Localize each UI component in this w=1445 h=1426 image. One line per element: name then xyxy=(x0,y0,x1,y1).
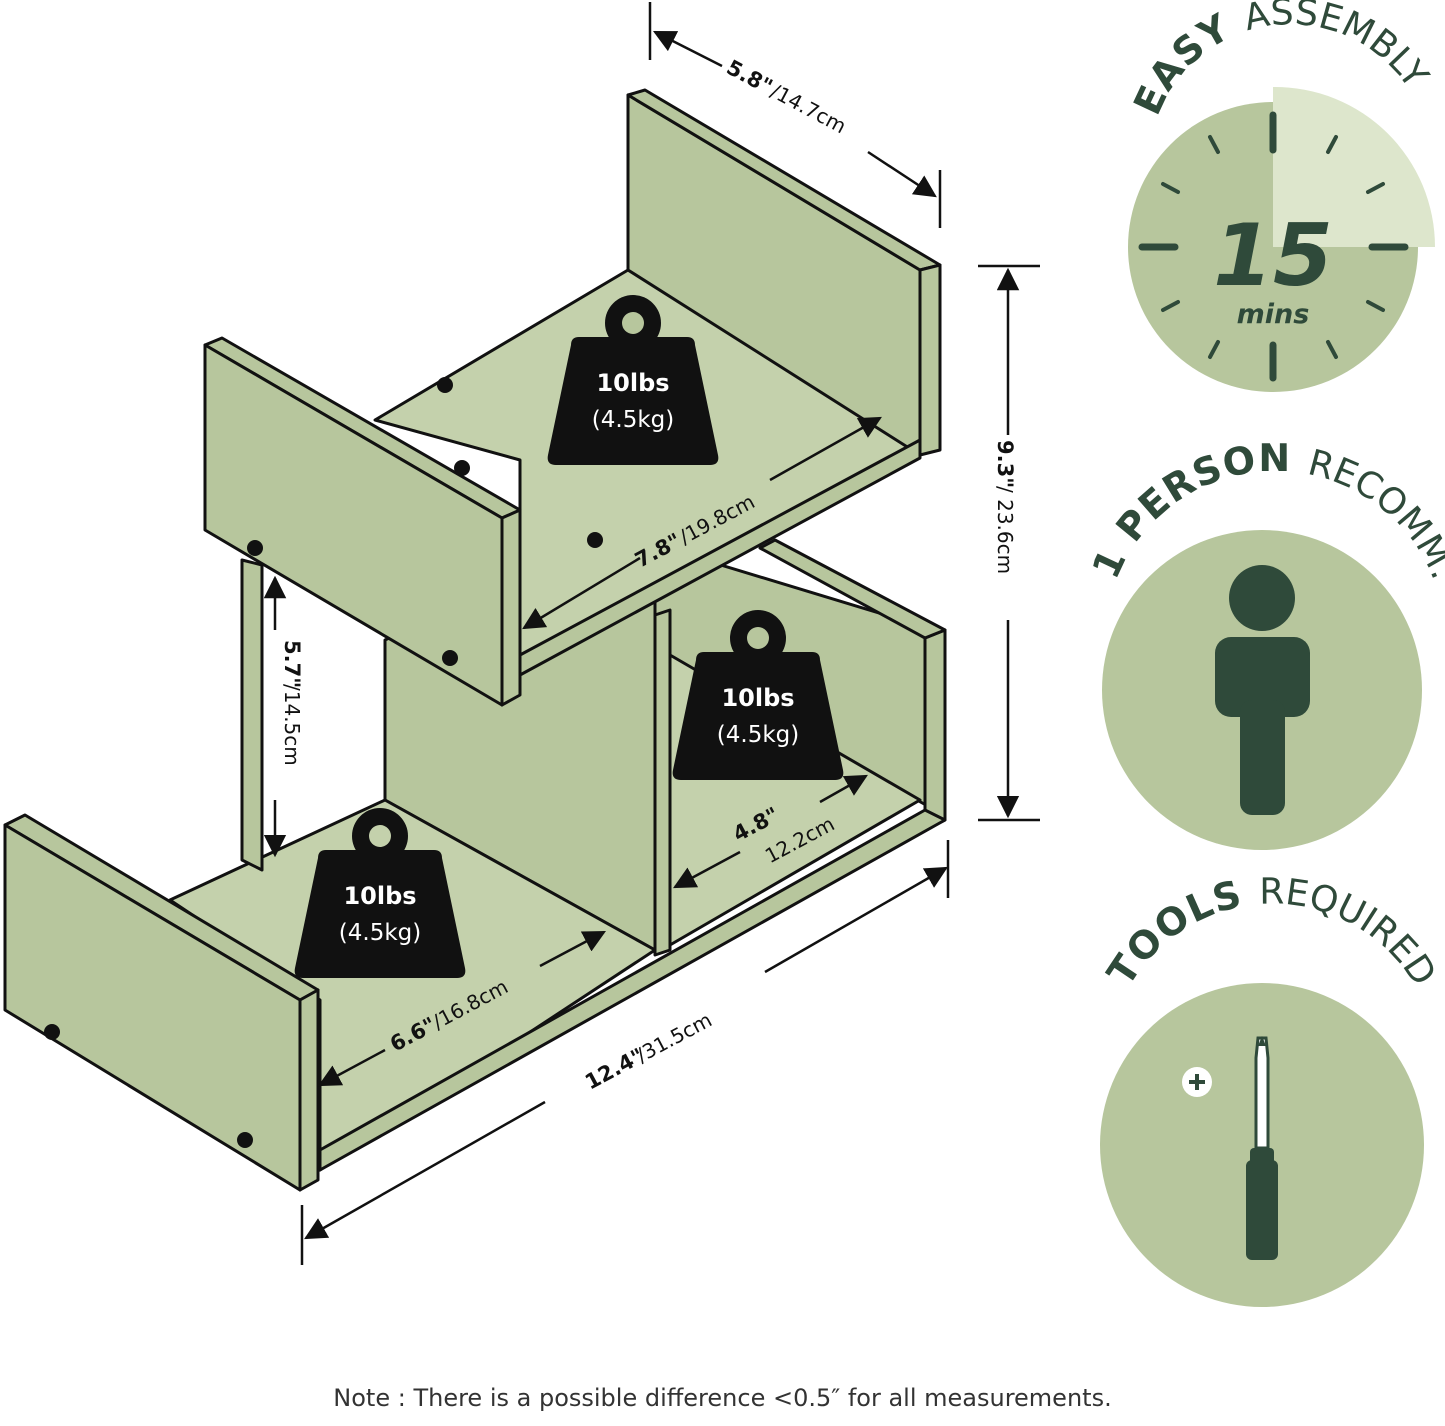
assembly-unit: mins xyxy=(1237,299,1310,330)
dim-lower-left-height-cm: /14.5cm xyxy=(280,684,304,766)
center-divider xyxy=(653,608,672,957)
badge-tools-bold: TOOLS xyxy=(1099,872,1247,994)
base-front-edge xyxy=(318,808,947,1172)
weight-2-kg: (4.5kg) xyxy=(717,722,799,748)
weight-icon: 10lbs (4.5kg) xyxy=(294,808,466,978)
dimension-lines xyxy=(263,2,1040,1265)
dim-top-depth-inch: 5.8" xyxy=(723,55,777,99)
dim-total-width: 12.4" /31.5cm xyxy=(581,1008,716,1095)
weight-3-lbs: 10lbs xyxy=(343,882,416,910)
measurement-note: Note : There is a possible difference <0… xyxy=(333,1384,1112,1412)
dim-total-height-inch: 9.3" xyxy=(993,440,1017,488)
dim-lower-left-height-inch: 5.7" xyxy=(280,640,304,688)
badge-easy-assembly: EASY ASSEMBLY 15 mins xyxy=(1125,0,1436,392)
badge-one-person: 1 PERSON RECOMM. xyxy=(1084,436,1445,850)
weight-2-lbs: 10lbs xyxy=(721,684,794,712)
badge-tools-required: TOOLS REQUIRED xyxy=(1099,872,1444,1307)
dim-total-height-cm: / 23.6cm xyxy=(993,486,1017,574)
weight-icon: 10lbs (4.5kg) xyxy=(672,610,844,780)
person-icon xyxy=(1215,565,1310,815)
right-end-panel xyxy=(923,628,947,832)
weight-icon: 10lbs (4.5kg) xyxy=(547,295,719,465)
weight-1-kg: (4.5kg) xyxy=(592,407,674,433)
screw-holes xyxy=(44,377,603,1148)
weight-3-kg: (4.5kg) xyxy=(339,920,421,946)
dim-lower-left-height: 5.7" /14.5cm xyxy=(280,640,304,766)
dim-total-height: 9.3" / 23.6cm xyxy=(993,440,1017,574)
screwdriver-icon xyxy=(1246,1036,1278,1260)
badge-tools-regular: REQUIRED xyxy=(1259,872,1444,994)
dim-top-depth: 5.8" /14.7cm xyxy=(723,55,851,138)
left-post xyxy=(240,558,264,872)
phillips-plus-icon xyxy=(1182,1067,1212,1097)
assembly-minutes: 15 xyxy=(1213,206,1333,306)
badge-tools-title: TOOLS REQUIRED xyxy=(1099,872,1444,994)
badge-assembly-bold: EASY xyxy=(1125,5,1237,121)
shelf-illustration xyxy=(3,88,947,1192)
weight-1-lbs: 10lbs xyxy=(596,369,669,397)
clock-icon xyxy=(1138,111,1409,382)
dim-top-depth-cm: /14.7cm xyxy=(767,79,850,139)
dim-total-width-cm: /31.5cm xyxy=(632,1008,715,1068)
badge-assembly-regular: ASSEMBLY xyxy=(1240,0,1436,97)
